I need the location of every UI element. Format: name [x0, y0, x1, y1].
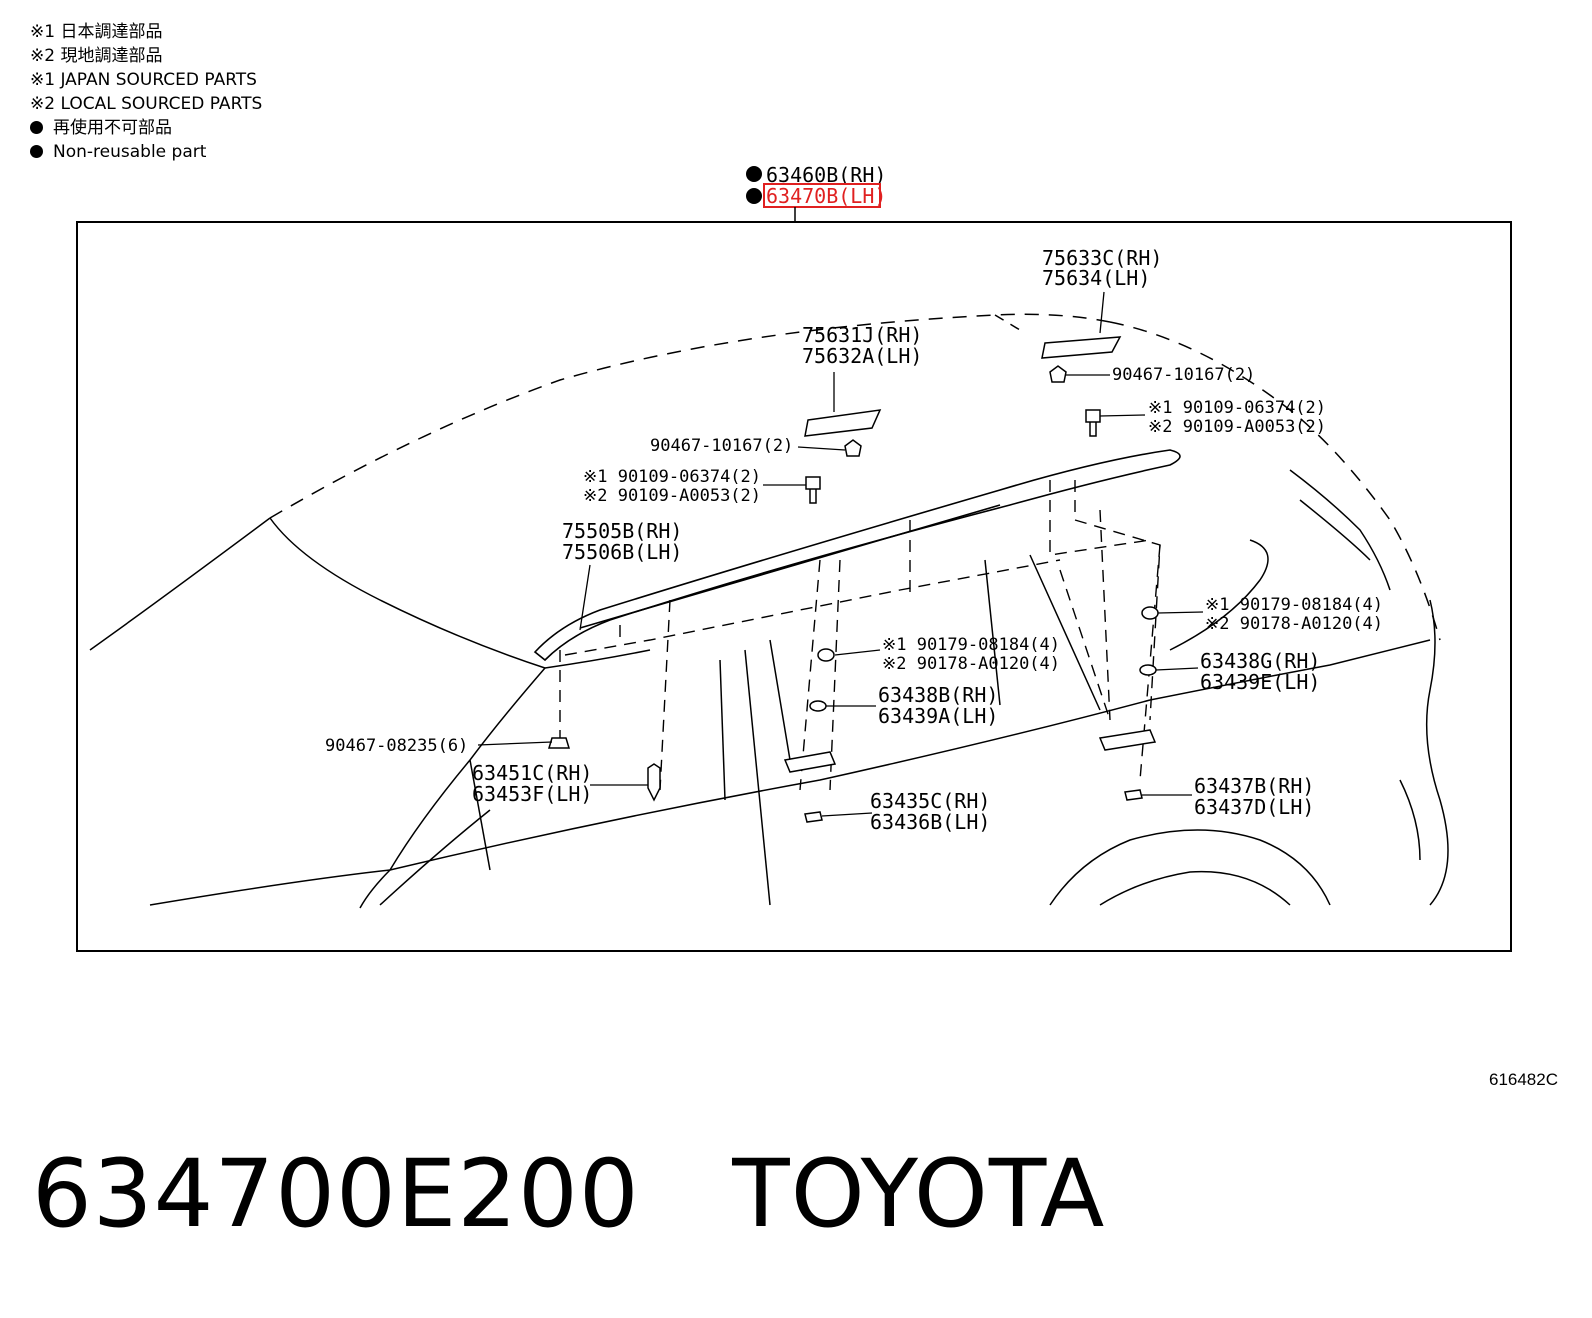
illustration-ref-code: 616482C	[1488, 1070, 1558, 1089]
pad-shape-b	[1124, 789, 1143, 801]
small-parts	[547, 336, 1159, 823]
label-nut-local-b[interactable]: ※2 90178-A0120(4)	[1205, 614, 1383, 634]
legend: ※1 日本調達部品 ※2 現地調達部品 ※1 JAPAN SOURCED PAR…	[30, 20, 262, 164]
bullet-dot-icon	[30, 145, 43, 158]
nut-shape-a	[817, 648, 835, 662]
label-stud-front-lh[interactable]: 63453F(LH)	[472, 782, 592, 806]
label-pad-rear-lh[interactable]: 63437D(LH)	[1194, 795, 1314, 819]
non-reusable-dot-icon	[746, 188, 762, 204]
footer-brand: TOYOTA	[732, 1140, 1106, 1249]
label-molding-rh[interactable]: 75505B(RH)	[562, 519, 682, 543]
label-bolt-local-b[interactable]: ※2 90109-A0053(2)	[1148, 417, 1326, 437]
bracket-shape-b	[1098, 729, 1157, 751]
label-clip-a[interactable]: 90467-10167(2)	[1112, 365, 1255, 385]
label-washer-mid-rh[interactable]: 63438B(RH)	[878, 683, 998, 707]
label-clip-b[interactable]: 90467-10167(2)	[650, 436, 793, 456]
legend-non-reusable-en: Non-reusable part	[30, 140, 262, 164]
label-pad-mid-lh[interactable]: 63436B(LH)	[870, 810, 990, 834]
label-pad-rear-rh[interactable]: 63437B(RH)	[1194, 774, 1314, 798]
non-reusable-dot-icon	[746, 166, 762, 182]
label-front-cover-lh[interactable]: 75632A(LH)	[802, 344, 922, 368]
pad-shape-a	[804, 811, 823, 823]
stud-shape-front	[647, 763, 661, 802]
legend-non-reusable-jp: 再使用不可部品	[30, 116, 262, 140]
label-washer-mid-lh[interactable]: 63439A(LH)	[878, 704, 998, 728]
label-nut-local-a[interactable]: ※2 90178-A0120(4)	[882, 654, 1060, 674]
header-part-lh[interactable]: 63470B(LH)	[766, 184, 886, 208]
washer-shape-b	[1139, 664, 1157, 676]
rear-end-cover-shape	[1041, 336, 1122, 359]
highlight-box	[763, 183, 881, 208]
vehicle-outline	[89, 313, 1449, 909]
nut-shape-b	[1141, 606, 1159, 620]
label-molding-lh[interactable]: 75506B(LH)	[562, 540, 682, 564]
footer-part-number: 634700E200	[32, 1140, 640, 1249]
washer-shape-a	[809, 700, 827, 712]
label-nut-jp-b[interactable]: ※1 90179-08184(4)	[1205, 595, 1383, 615]
clip-shape-b	[1049, 365, 1067, 383]
label-washer-rear-rh[interactable]: 63438G(RH)	[1200, 649, 1320, 673]
label-front-cover-rh[interactable]: 75631J(RH)	[802, 323, 922, 347]
bracket-shape-a	[783, 751, 837, 773]
roof-rail-molding	[533, 449, 1181, 662]
mount-lines	[559, 480, 1161, 791]
label-stud-front-rh[interactable]: 63451C(RH)	[472, 761, 592, 785]
legend-japan-sourced-en: ※1 JAPAN SOURCED PARTS	[30, 70, 257, 90]
label-clip-front[interactable]: 90467-08235(6)	[325, 736, 468, 756]
bolt-shape-b	[1085, 409, 1101, 437]
label-nut-jp-a[interactable]: ※1 90179-08184(4)	[882, 635, 1060, 655]
label-washer-rear-lh[interactable]: 63439E(LH)	[1200, 670, 1320, 694]
legend-local-sourced-en: ※2 LOCAL SOURCED PARTS	[30, 94, 263, 114]
label-bolt-jp-a[interactable]: ※1 90109-06374(2)	[583, 467, 761, 487]
bolt-shape-a	[805, 476, 821, 504]
label-roof-end-cover-lh[interactable]: 75634(LH)	[1042, 266, 1150, 290]
label-roof-end-cover-rh[interactable]: 75633C(RH)	[1042, 246, 1162, 270]
legend-japan-sourced-jp: ※1 日本調達部品	[30, 22, 163, 42]
label-pad-mid-rh[interactable]: 63435C(RH)	[870, 789, 990, 813]
front-end-cover-shape	[804, 409, 882, 437]
footer-title: 634700E200 TOYOTA	[32, 1140, 1105, 1249]
clip-shape-front	[547, 737, 571, 749]
label-bolt-jp-b[interactable]: ※1 90109-06374(2)	[1148, 398, 1326, 418]
clip-shape-a	[844, 439, 862, 457]
leader-lines	[477, 291, 1204, 817]
legend-local-sourced-jp: ※2 現地調達部品	[30, 46, 163, 66]
diagram-frame	[76, 221, 1512, 952]
label-bolt-local-a[interactable]: ※2 90109-A0053(2)	[583, 486, 761, 506]
bullet-dot-icon	[30, 121, 43, 134]
